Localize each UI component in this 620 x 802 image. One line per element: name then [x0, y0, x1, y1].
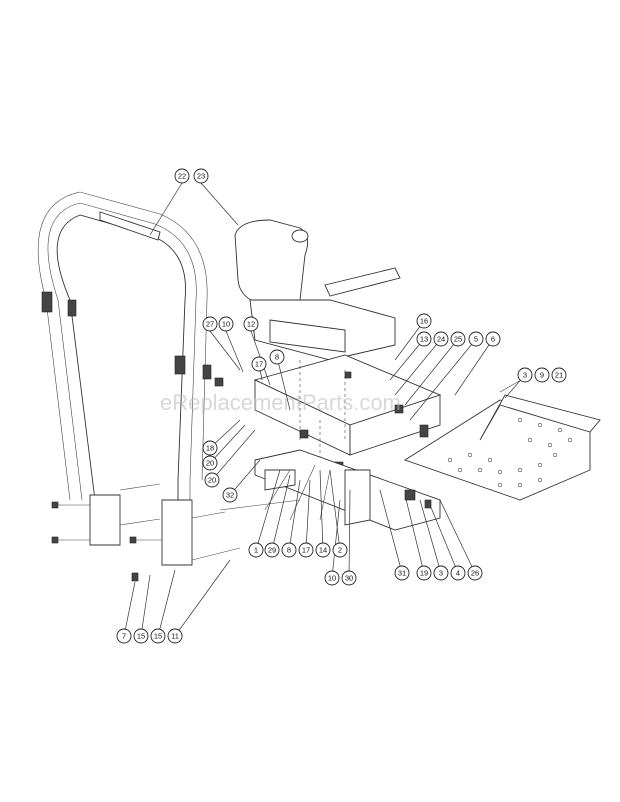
svg-text:18: 18 [206, 444, 214, 453]
svg-text:21: 21 [555, 371, 563, 380]
callout-32: 32 [222, 487, 238, 503]
roll-bar [37, 191, 212, 566]
svg-text:9: 9 [540, 371, 544, 380]
svg-text:17: 17 [302, 546, 310, 555]
svg-text:13: 13 [420, 335, 428, 344]
callout-14: 14 [315, 542, 331, 558]
callout-19: 19 [416, 565, 432, 581]
callout-27: 27 [202, 316, 218, 332]
callout-8: 8 [269, 349, 285, 365]
svg-text:10: 10 [328, 574, 336, 583]
frame-bracket [219, 449, 441, 531]
svg-text:26: 26 [471, 569, 479, 578]
svg-text:1: 1 [254, 546, 258, 555]
mounting-bolts [51, 483, 241, 582]
svg-text:20: 20 [208, 476, 216, 485]
callout-9: 9 [534, 367, 550, 383]
seat [234, 219, 401, 361]
callout-20-b: 20 [204, 472, 220, 488]
svg-text:6: 6 [491, 335, 495, 344]
svg-text:12: 12 [247, 320, 255, 329]
foot-plate-latch [419, 424, 429, 438]
svg-text:10: 10 [222, 320, 230, 329]
left-mount-plate [89, 494, 121, 546]
callout-10: 10 [218, 316, 234, 332]
callout-13: 13 [416, 331, 432, 347]
svg-text:23: 23 [197, 172, 205, 181]
svg-text:20: 20 [206, 459, 214, 468]
svg-text:32: 32 [226, 491, 234, 500]
seat-back [234, 219, 309, 306]
svg-text:8: 8 [275, 353, 279, 362]
callout-25: 25 [450, 331, 466, 347]
svg-text:16: 16 [420, 317, 428, 326]
callout-31: 31 [394, 565, 410, 581]
callout-7: 7 [116, 628, 132, 644]
hoop-bracket-right-2 [202, 364, 212, 380]
callout-10-b: 10 [324, 570, 340, 586]
callout-30: 30 [341, 570, 357, 586]
hoop-bracket-left-2 [67, 299, 77, 317]
callout-3-top: 3 [517, 367, 533, 383]
callout-3-bottom: 3 [433, 565, 449, 581]
svg-text:14: 14 [319, 546, 327, 555]
svg-text:27: 27 [206, 320, 214, 329]
callout-2: 2 [332, 542, 348, 558]
svg-text:31: 31 [398, 569, 406, 578]
callout-4: 4 [450, 565, 466, 581]
svg-text:7: 7 [122, 632, 126, 641]
svg-text:17: 17 [255, 360, 263, 369]
callout-11: 11 [167, 628, 183, 644]
callout-20-a: 20 [202, 455, 218, 471]
callout-15-a: 15 [133, 628, 149, 644]
svg-text:2: 2 [338, 546, 342, 555]
svg-text:25: 25 [454, 335, 462, 344]
callout-17: 17 [251, 356, 267, 372]
svg-text:30: 30 [345, 574, 353, 583]
callout-8-b: 8 [281, 542, 297, 558]
svg-text:3: 3 [523, 371, 527, 380]
svg-text:24: 24 [437, 335, 445, 344]
hoop-bracket-left [41, 291, 53, 313]
svg-text:15: 15 [137, 632, 145, 641]
callout-16: 16 [416, 313, 432, 329]
callout-29: 29 [264, 542, 280, 558]
foot-plate [403, 374, 601, 501]
callout-6: 6 [485, 331, 501, 347]
leader-lines [123, 182, 526, 637]
callout-26: 26 [467, 565, 483, 581]
watermark: eReplacementParts.com [160, 390, 401, 415]
callout-23: 23 [193, 168, 209, 184]
callout-15-b: 15 [150, 628, 166, 644]
callout-5: 5 [468, 331, 484, 347]
callout-17-b: 17 [298, 542, 314, 558]
svg-text:11: 11 [171, 632, 179, 641]
hoop-bracket-right [174, 355, 186, 375]
callout-12: 12 [243, 316, 259, 332]
right-mount-plate [161, 499, 193, 566]
callout-21: 21 [551, 367, 567, 383]
callout-18: 18 [202, 440, 218, 456]
seat-armrest [324, 267, 401, 297]
seat-slide-rail [269, 319, 346, 353]
svg-text:22: 22 [178, 172, 186, 181]
svg-text:3: 3 [439, 569, 443, 578]
callout-1: 1 [248, 542, 264, 558]
svg-text:29: 29 [268, 546, 276, 555]
foot-plate-deck [403, 399, 591, 501]
callouts: 22 23 27 10 12 17 8 16 13 24 25 5 6 3 9 … [116, 168, 567, 644]
svg-text:19: 19 [420, 569, 428, 578]
callout-22: 22 [174, 168, 190, 184]
svg-text:8: 8 [287, 546, 291, 555]
svg-text:4: 4 [456, 569, 460, 578]
callout-24: 24 [433, 331, 449, 347]
svg-text:5: 5 [474, 335, 478, 344]
svg-text:15: 15 [154, 632, 162, 641]
seat-pan [214, 354, 442, 471]
